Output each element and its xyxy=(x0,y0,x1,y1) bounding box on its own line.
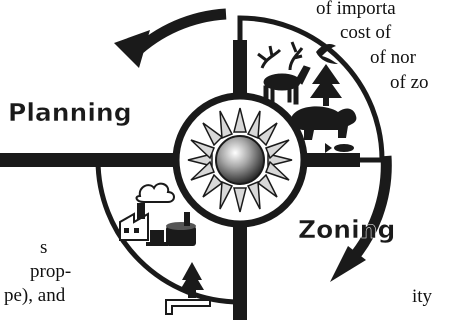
body-text-fragment: of zo xyxy=(390,71,429,95)
body-text-fragment: prop- xyxy=(30,260,71,284)
body-text-fragment: s xyxy=(40,236,47,260)
body-text-fragment: ity xyxy=(412,285,432,309)
body-text-fragment: cost of xyxy=(340,21,391,45)
zoning-label: Zoning xyxy=(298,215,395,244)
sun-icon xyxy=(176,96,304,224)
body-text-fragment: of importa xyxy=(316,0,396,21)
planning-label: Planning xyxy=(8,98,132,127)
body-text-fragment: of nor xyxy=(370,46,416,70)
body-text-fragment: pe), and xyxy=(4,284,65,308)
